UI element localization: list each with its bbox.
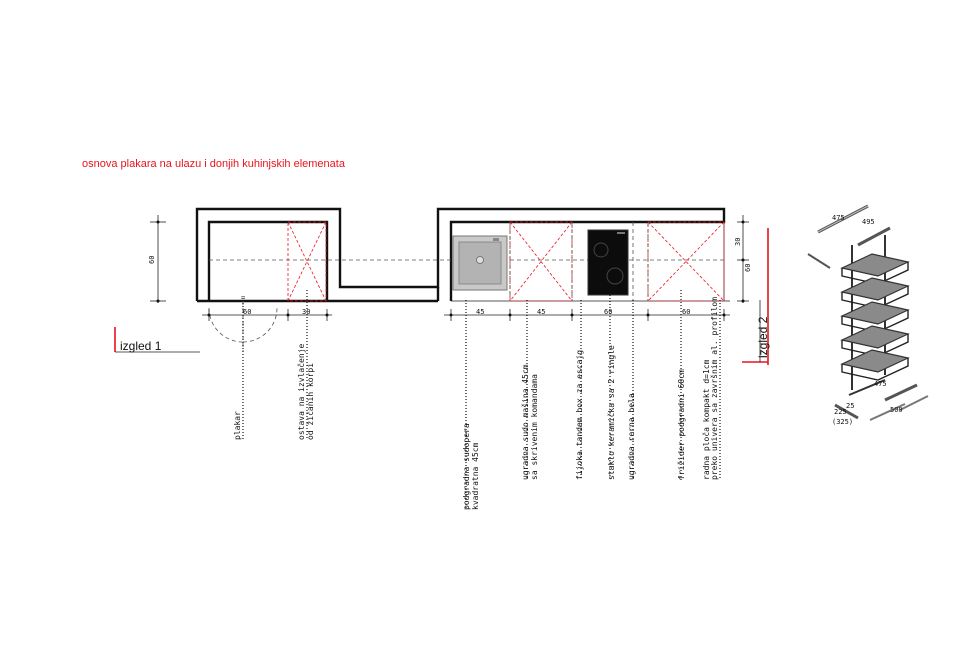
svg-text:izgled 1: izgled 1 bbox=[120, 339, 162, 353]
leader-lines bbox=[242, 290, 721, 510]
svg-text:475: 475 bbox=[832, 214, 845, 222]
svg-text:izgled 2: izgled 2 bbox=[756, 316, 770, 358]
label-wardrobe: plakar bbox=[233, 411, 242, 440]
basket-stack bbox=[840, 253, 910, 381]
dim-bottom-left: 60 30 bbox=[202, 308, 332, 321]
guide-lines bbox=[509, 222, 649, 301]
label-hob: staklo keramička sa 2 ringle bbox=[606, 345, 616, 480]
fridge-unit bbox=[647, 221, 725, 302]
dishwasher-unit bbox=[509, 221, 573, 302]
label-worktop-1: radna ploča kompakt d=1cm bbox=[701, 359, 711, 480]
label-drawer: fijoka tandem box za escajg bbox=[575, 350, 584, 480]
svg-text:60: 60 bbox=[243, 308, 251, 316]
label-cart-1: ostava na izvlačenje bbox=[296, 343, 306, 440]
svg-text:=: = bbox=[241, 294, 245, 302]
label-dishwasher-1: ugradna sudo mašina 45cm bbox=[520, 364, 530, 480]
svg-text:(325): (325) bbox=[832, 418, 853, 426]
dim-right-depth: 30 60 bbox=[734, 215, 752, 303]
svg-text:30: 30 bbox=[302, 308, 310, 316]
svg-text:475: 475 bbox=[874, 380, 887, 388]
door-swing: = bbox=[208, 294, 278, 352]
dim-bottom-right: 45 45 60 60 bbox=[444, 308, 730, 321]
svg-text:30: 30 bbox=[734, 238, 742, 246]
view-marker-1: izgled 1 bbox=[114, 327, 200, 353]
svg-text:60: 60 bbox=[604, 308, 612, 316]
svg-text:495: 495 bbox=[862, 218, 875, 226]
svg-text:45: 45 bbox=[537, 308, 545, 316]
svg-text:60: 60 bbox=[682, 308, 690, 316]
ceramic-hob-icon bbox=[587, 229, 629, 296]
svg-text:500: 500 bbox=[890, 406, 903, 414]
svg-text:45: 45 bbox=[476, 308, 484, 316]
drawing-title: osnova plakara na ulazu i donjih kuhinjs… bbox=[82, 158, 346, 170]
svg-text:225: 225 bbox=[834, 408, 847, 416]
pullout-basket-illustration: 475 495 475 25 500 225 (325) bbox=[807, 204, 929, 426]
sink-icon bbox=[452, 235, 508, 291]
basket-rim bbox=[841, 358, 909, 381]
dim-left-depth: 60 bbox=[148, 215, 166, 303]
svg-text:60: 60 bbox=[744, 264, 752, 272]
svg-text:25: 25 bbox=[846, 402, 854, 410]
label-sink-2: kvadratna 45cm bbox=[471, 442, 480, 510]
label-dishwasher-2: sa skrivenim komandama bbox=[530, 374, 539, 480]
label-oven: ugradna rerna bela bbox=[627, 393, 636, 480]
view-marker-2: izgled 2 bbox=[742, 228, 770, 365]
wall-outline bbox=[195, 207, 726, 301]
label-worktop-2: preko univera sa završnim al. profilom bbox=[709, 297, 719, 480]
wall-inner-left bbox=[197, 220, 440, 303]
label-sink-1: podgradna sudopera bbox=[462, 423, 471, 510]
pullout-cart-unit bbox=[287, 221, 327, 302]
label-fridge: frižider podgradni 60cm bbox=[677, 369, 686, 480]
label-cart-2: od žičanih korpi bbox=[305, 363, 315, 440]
svg-text:60: 60 bbox=[148, 256, 156, 264]
